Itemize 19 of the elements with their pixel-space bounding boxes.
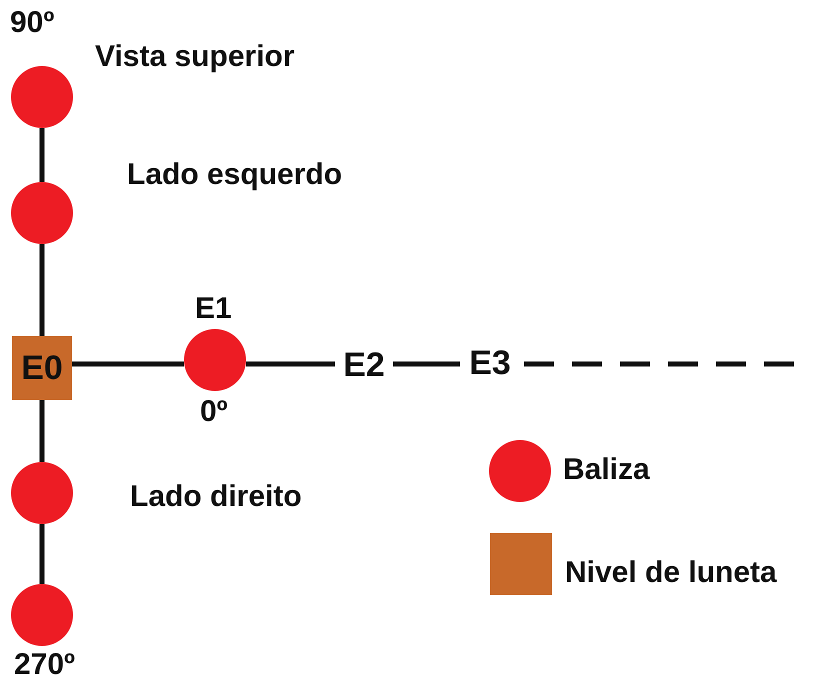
connector-line	[40, 128, 44, 182]
connector-line	[246, 362, 335, 366]
legend-label: Nivel de luneta	[565, 556, 777, 590]
view-label: Vista superior	[95, 40, 295, 74]
connector-line	[40, 524, 44, 584]
station-label: E2	[335, 345, 393, 385]
station-label: E3	[460, 343, 520, 383]
connector-line	[72, 362, 184, 366]
legend-label: Baliza	[563, 453, 650, 487]
angle-label: 90º	[10, 6, 54, 40]
connector-line	[393, 362, 460, 366]
station-square: E0	[12, 336, 72, 400]
connector-line	[40, 244, 44, 336]
angle-label: 0º	[200, 395, 228, 429]
angle-label: 270º	[14, 648, 76, 682]
view-label: Lado direito	[130, 480, 302, 514]
station-label: E1	[195, 292, 232, 326]
connector-line	[40, 400, 44, 462]
view-label: Lado esquerdo	[127, 158, 342, 192]
